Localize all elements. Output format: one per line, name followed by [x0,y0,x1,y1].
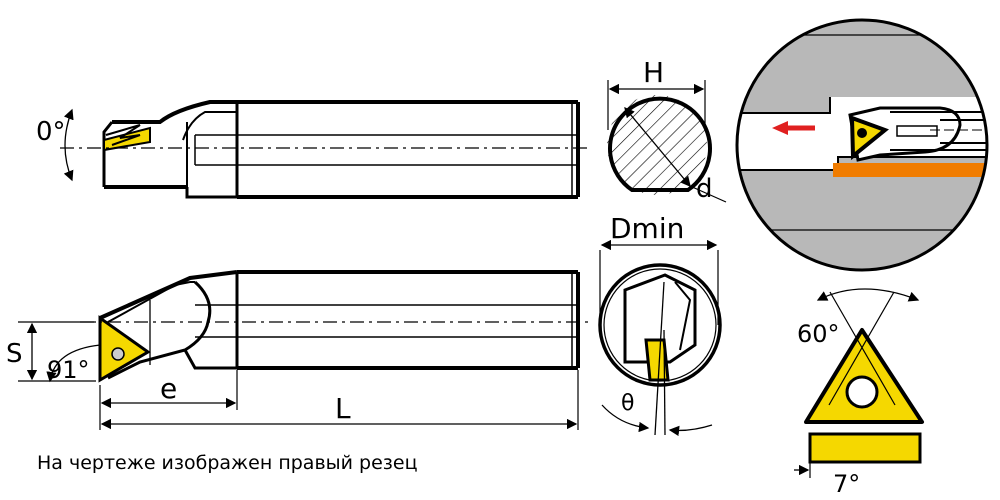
insert-detail [794,288,924,478]
top-bar-shank [235,100,580,199]
e-label: e [160,372,177,405]
top-view [60,100,590,199]
s-label: S [6,339,23,369]
bottom-view [18,270,590,430]
top-insert [103,124,151,152]
d-label: d [696,174,713,204]
bore-section-bottom [598,239,722,437]
approach-angle-label: 91° [47,356,90,384]
rake-angle-label: 0° [36,117,66,147]
h-label: H [643,56,664,89]
l-label: L [335,392,351,425]
insert-hole [845,375,879,409]
bottom-bar-shank [235,270,580,370]
dmin-label: Dmin [610,212,684,245]
d-dimension-line [624,107,691,187]
theta-arc-left [601,404,650,433]
theta-label: θ [621,391,634,416]
top-bar-head [102,100,237,199]
insert-angle-arc [816,288,920,302]
approach-angle-arc [46,344,101,383]
feed-direction-arrow [772,121,815,135]
insert-side-view [808,432,922,464]
insert-angle-label: 60° [797,320,840,348]
insert-relief-label: 7° [833,470,860,498]
bore-detail [735,18,989,272]
rake-angle-dimension [63,108,74,182]
bar-section-top [607,80,727,203]
bottom-insert [98,315,151,383]
drawing-caption: На чертеже изображен правый резец [37,452,418,474]
theta-arc-right [668,424,713,437]
